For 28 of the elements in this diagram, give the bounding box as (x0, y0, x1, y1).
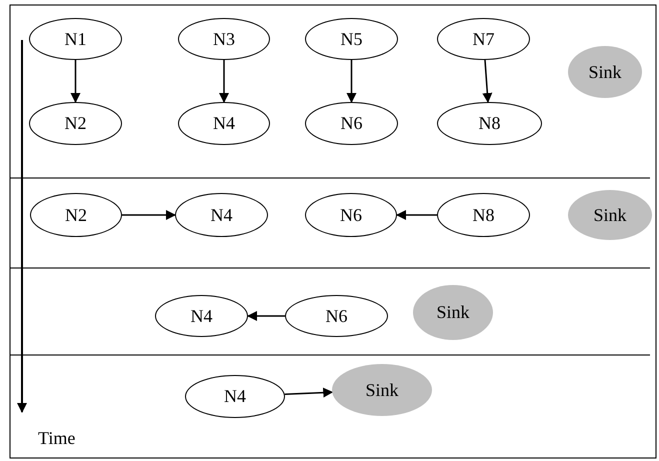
sink-ellipse: Sink (568, 190, 652, 240)
arrow (247, 311, 285, 321)
sink-ellipse: Sink (568, 46, 642, 98)
node-ellipse: N8 (437, 193, 530, 237)
node-ellipse: N2 (29, 102, 122, 145)
sink-ellipse: Sink (413, 285, 493, 340)
node-ellipse: N8 (437, 102, 542, 145)
node-ellipse: N4 (155, 295, 248, 337)
node-ellipse: N5 (305, 18, 398, 60)
arrow (396, 210, 437, 220)
node-ellipse: N4 (178, 102, 270, 145)
arrow (346, 60, 356, 103)
node-ellipse: N6 (285, 295, 388, 337)
node-ellipse: N1 (29, 18, 122, 60)
axis-label: Time (38, 428, 76, 449)
arrow (284, 388, 334, 398)
node-ellipse: N2 (30, 193, 122, 237)
node-ellipse: N6 (305, 102, 398, 145)
arrow (70, 60, 80, 103)
node-ellipse: N4 (175, 193, 268, 237)
node-ellipse: N4 (185, 375, 285, 418)
node-ellipse: N3 (178, 18, 270, 60)
sink-ellipse: Sink (332, 364, 432, 416)
arrow (219, 60, 229, 103)
node-ellipse: N7 (437, 18, 530, 60)
arrow (122, 210, 176, 220)
arrow (482, 60, 492, 103)
node-ellipse: N6 (305, 193, 397, 237)
